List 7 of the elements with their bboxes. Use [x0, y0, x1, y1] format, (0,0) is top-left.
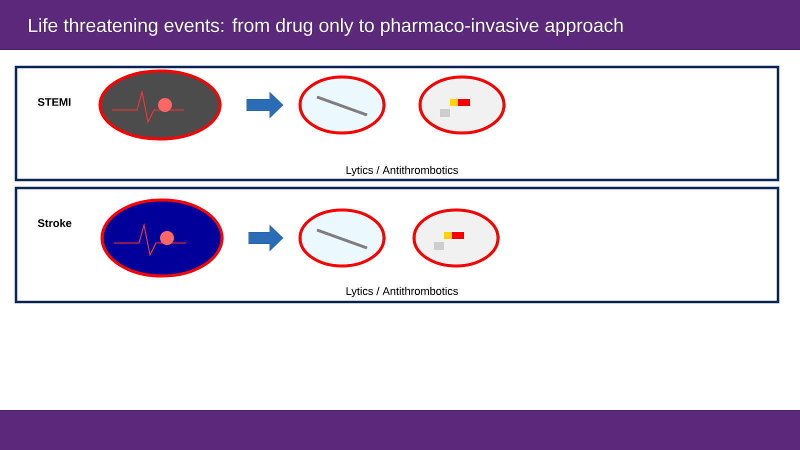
photo-ellipse — [298, 208, 386, 268]
photo-ellipse — [412, 208, 500, 268]
photo-ellipse — [98, 70, 222, 140]
title-banner: Life threatening events: from drug only to pharmaco-invasive approach — [0, 0, 800, 50]
photo-ellipse — [100, 198, 224, 278]
photo-ellipse — [298, 76, 386, 134]
photo-ellipse — [418, 76, 506, 134]
